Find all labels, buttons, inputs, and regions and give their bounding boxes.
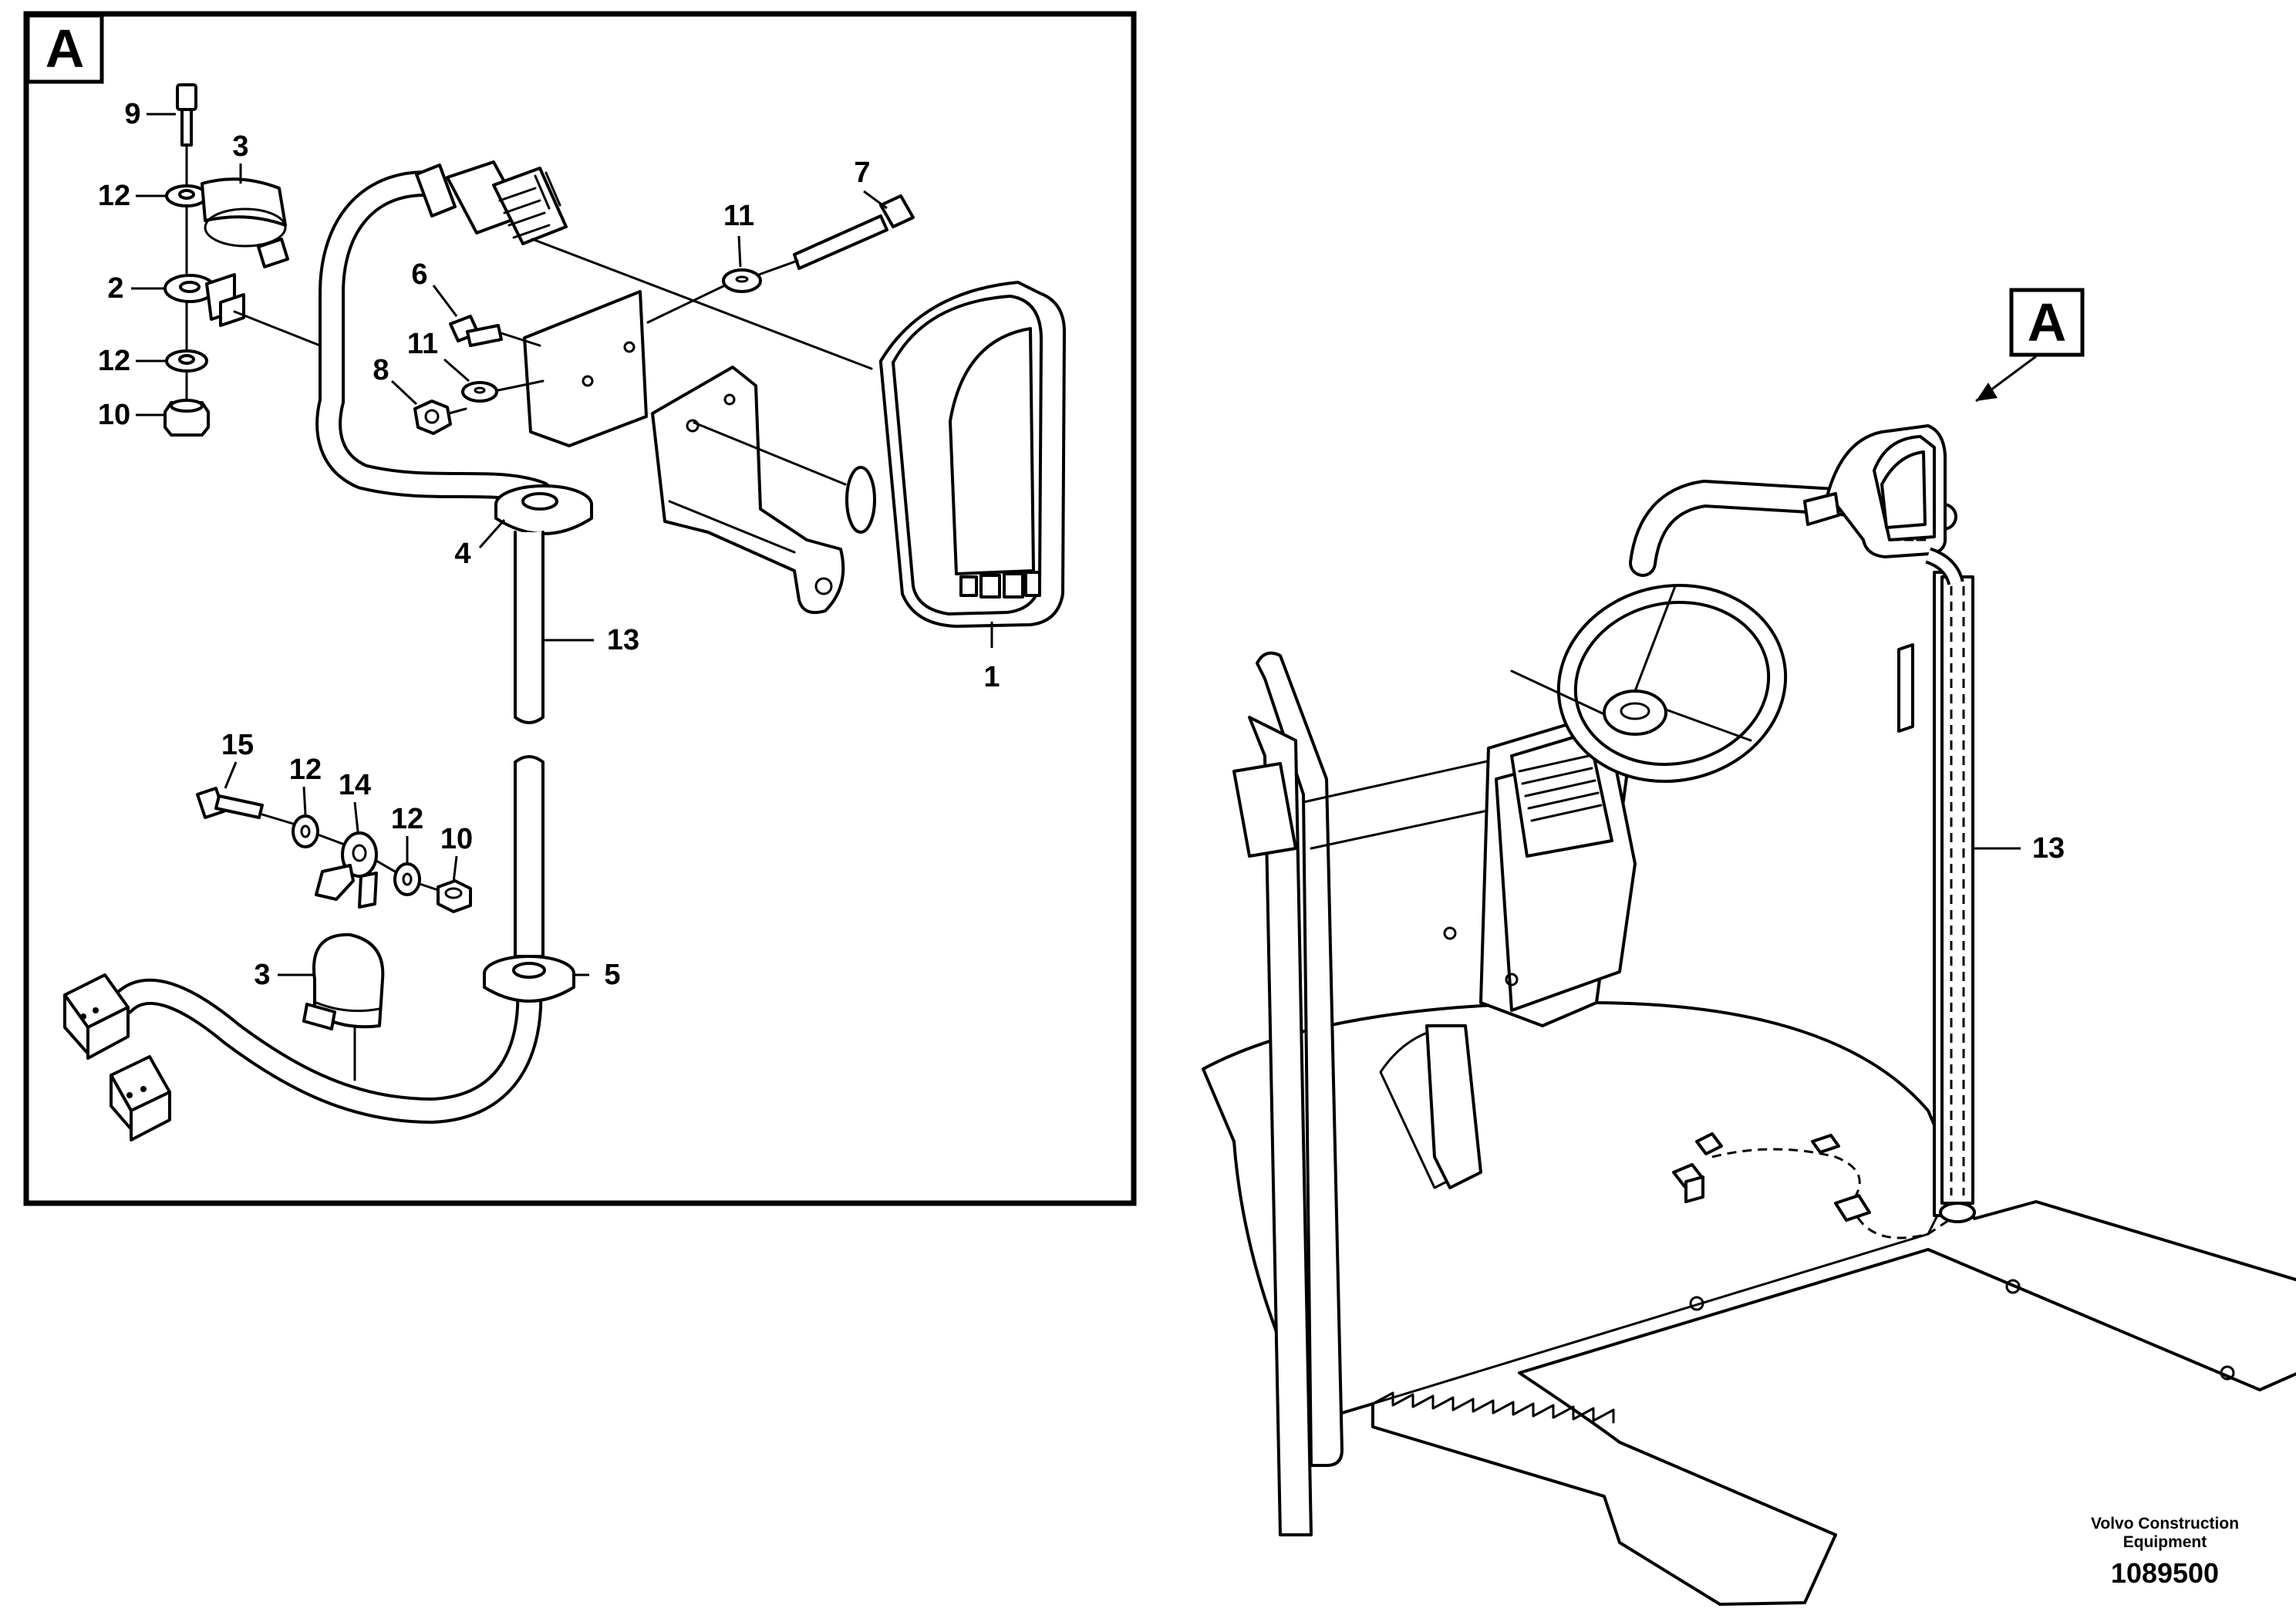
callout-letter-box: A	[2009, 288, 2085, 357]
drawing-number: 1089500	[2111, 1557, 2219, 1589]
grommet-4	[494, 484, 593, 535]
callout-12-mid: 12	[98, 345, 130, 377]
display-unit-installed	[1803, 424, 1964, 586]
bolt-15	[196, 787, 264, 819]
callouts-detail: 9 3 12 2 12 10 7 11 6 11 8 4 13 1 15 12 …	[98, 98, 1000, 991]
callout-11-top: 11	[723, 200, 754, 232]
callout-11-mid: 11	[407, 328, 438, 360]
nut-10-top	[164, 399, 210, 437]
cable-13-segment-bottom	[514, 755, 544, 958]
callout-13-left: 13	[607, 624, 639, 656]
footer: Volvo Construction Equipment 1089500	[2091, 1515, 2239, 1589]
washer-11-mid	[461, 381, 498, 403]
callout-9: 9	[124, 98, 140, 130]
cable-13-route	[1950, 586, 1965, 1195]
leader-connector-to-display	[531, 238, 873, 370]
callout-5: 5	[604, 959, 620, 991]
callout-12-low2: 12	[391, 803, 423, 835]
callout-2: 2	[107, 272, 123, 305]
callout-14: 14	[339, 769, 371, 801]
connector-lower-1	[63, 973, 130, 1060]
washer-11-top	[722, 268, 762, 293]
machine-overview: A 13	[1202, 288, 2296, 1606]
washer-12-top	[165, 184, 208, 207]
axis-lower-clamp	[261, 813, 440, 892]
callout-7: 7	[854, 157, 870, 189]
callout-10-low: 10	[440, 823, 473, 855]
callout-letter: A	[2028, 292, 2067, 352]
bolt-7	[793, 194, 915, 270]
clamp-3-top	[201, 177, 289, 268]
harness-installed	[1672, 1132, 1952, 1239]
clamp-3-low	[302, 932, 385, 1030]
callout-1: 1	[983, 661, 1000, 693]
washer-12-low2	[393, 862, 421, 896]
grommet-5	[483, 955, 575, 1003]
callout-12-top: 12	[98, 180, 130, 212]
clamp-14	[315, 831, 378, 909]
detail-letter: A	[46, 19, 85, 79]
bolt-6	[449, 315, 503, 347]
display-unit-1	[845, 281, 1066, 628]
mount-bracket	[651, 366, 845, 615]
connector-lower-2	[110, 1055, 171, 1141]
floor-plate	[1202, 1001, 2296, 1606]
axis-bracket-to-display	[693, 421, 847, 486]
callout-10-top: 10	[98, 399, 130, 431]
callout-15: 15	[221, 729, 254, 761]
detail-letter-box: A	[25, 13, 104, 84]
callout-13-right: 13	[2032, 832, 2065, 865]
callout-6: 6	[411, 258, 427, 291]
company-name-line1: Volvo Construction	[2091, 1515, 2239, 1533]
callout-8: 8	[373, 354, 389, 386]
washer-12-low1	[292, 814, 319, 848]
callout-12-low1: 12	[289, 754, 322, 786]
connector-main	[415, 160, 568, 245]
bolt-9	[176, 83, 197, 147]
washer-12-mid	[165, 349, 208, 373]
nut-10-low	[437, 879, 472, 913]
mount-plate	[523, 290, 648, 447]
leader-clamp-to-harness	[233, 310, 325, 349]
nut-8	[413, 400, 452, 435]
callout-4: 4	[454, 538, 470, 570]
callout-3-top: 3	[232, 130, 248, 163]
axis-bolt-7	[646, 259, 799, 324]
cable-13-segment-top	[514, 531, 544, 724]
left-handle-bar	[1256, 651, 1344, 1467]
axis-plate-fasteners	[447, 332, 544, 415]
callout-3-low: 3	[254, 959, 270, 991]
company-name-line2: Equipment	[2123, 1533, 2207, 1551]
